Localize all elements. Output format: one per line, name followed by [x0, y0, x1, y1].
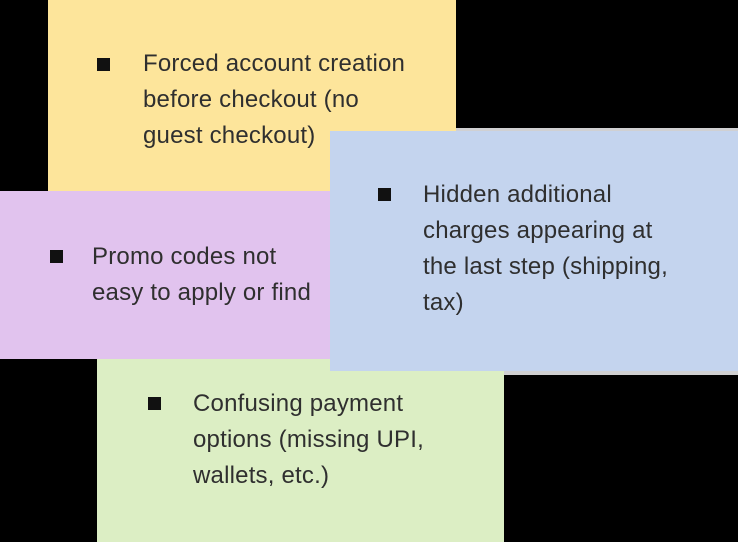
note-text-line: Confusing payment [193, 390, 404, 417]
note-text-line: Hidden additional [423, 181, 612, 208]
sticky-note-text: Confusing payment options (missing UPI, … [193, 386, 424, 494]
sticky-note-text: Promo codes not easy to apply or find [92, 239, 311, 311]
note-text-line: the last step (shipping, [423, 253, 668, 280]
square-bullet-icon [97, 58, 110, 71]
note-text-line: charges appearing at [423, 217, 653, 244]
sticky-note-text: Forced account creation before checkout … [143, 46, 405, 154]
sticky-note-text: Hidden additional charges appearing at t… [423, 177, 668, 321]
note-text-line: wallets, etc.) [193, 462, 330, 489]
note-text-line: easy to apply or find [92, 279, 311, 306]
square-bullet-icon [378, 188, 391, 201]
square-bullet-icon [50, 250, 63, 263]
note-text-line: tax) [423, 289, 464, 316]
sticky-note-confusing-payment-options[interactable]: Confusing payment options (missing UPI, … [97, 359, 504, 542]
note-text-line: options (missing UPI, [193, 426, 424, 453]
note-text-line: Forced account creation [143, 50, 406, 77]
sticky-note-hidden-charges[interactable]: Hidden additional charges appearing at t… [330, 131, 738, 371]
square-bullet-icon [148, 397, 161, 410]
note-text-line: guest checkout) [143, 122, 316, 149]
sticky-note-promo-codes[interactable]: Promo codes not easy to apply or find [0, 191, 330, 359]
note-text-line: before checkout (no [143, 86, 359, 113]
note-text-line: Promo codes not [92, 243, 277, 270]
sticky-note-forced-account-creation[interactable]: Forced account creation before checkout … [48, 0, 456, 192]
